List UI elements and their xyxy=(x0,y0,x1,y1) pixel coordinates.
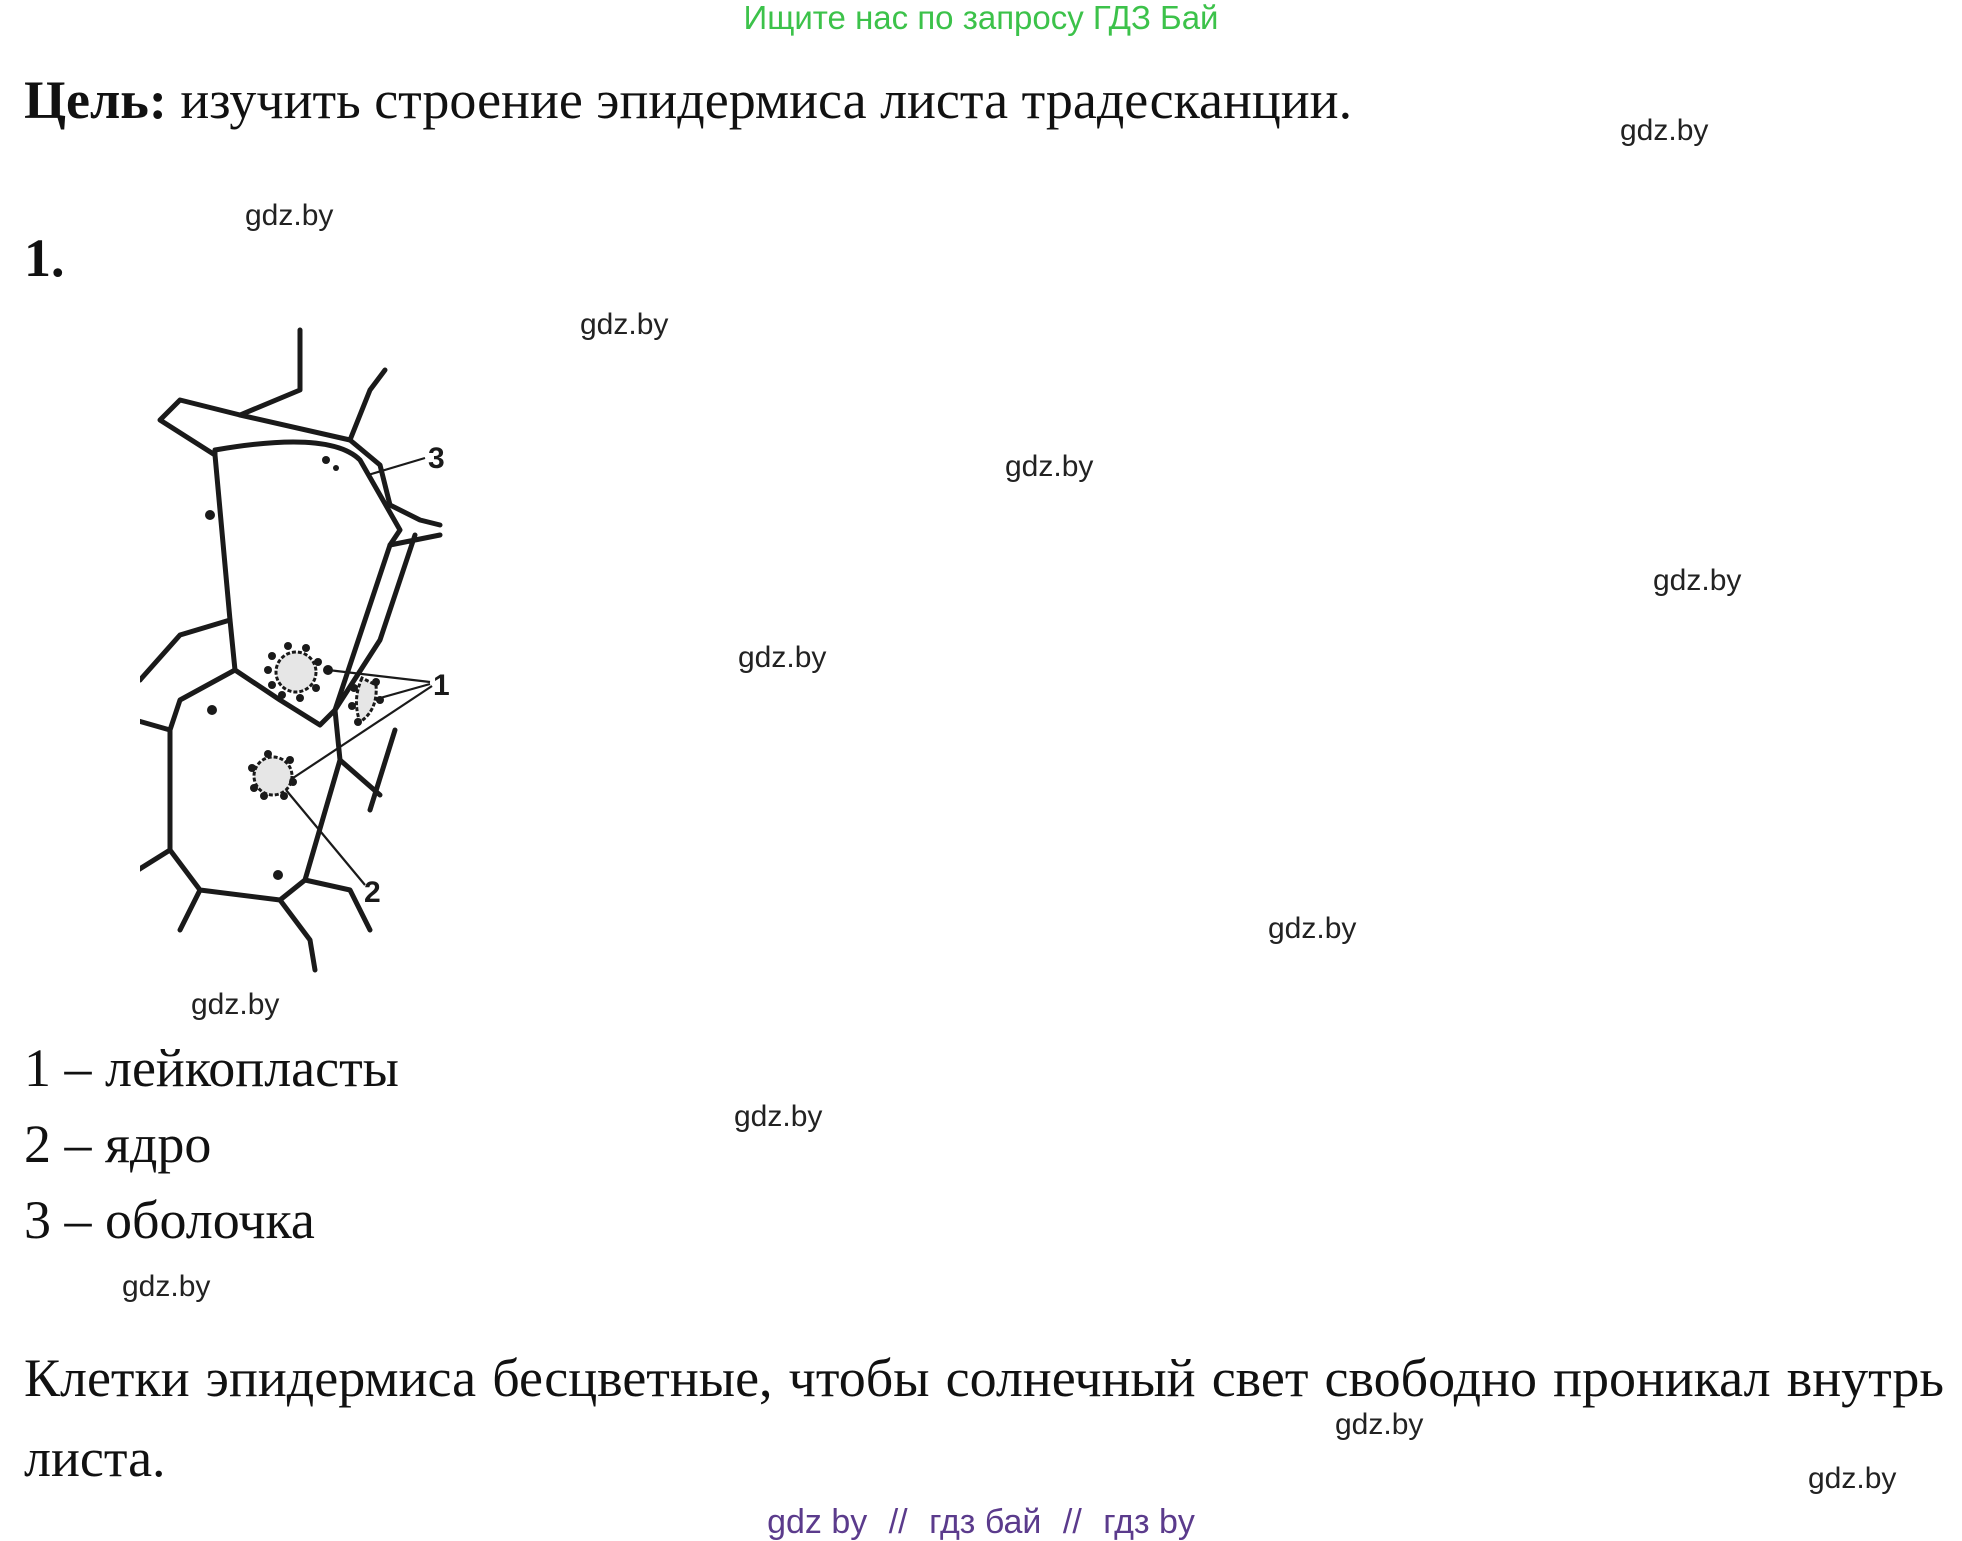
footer-separator: // xyxy=(888,1503,908,1541)
watermark: gdz.by xyxy=(1268,912,1357,945)
figure-label-1: 1 xyxy=(433,669,450,702)
legend-item-nucleus: 2 – ядро xyxy=(24,1114,212,1174)
watermark: gdz.by xyxy=(734,1100,823,1133)
watermark: gdz.by xyxy=(245,199,334,232)
footer-link-gdz-by[interactable]: gdz by xyxy=(767,1503,868,1541)
cells-svg: 3 1 2 xyxy=(127,327,450,973)
watermark: gdz.by xyxy=(1335,1408,1424,1441)
goal-label: Цель: xyxy=(24,70,167,130)
figure-label-3: 3 xyxy=(428,442,445,475)
watermark: gdz.by xyxy=(191,988,280,1021)
top-banner: Ищите нас по запросу ГДЗ Бай xyxy=(743,0,1219,36)
footer-link-gdz-by-cyr[interactable]: гдз by xyxy=(1103,1503,1195,1541)
goal-line: Цель: изучить строение эпидермиса листа … xyxy=(24,68,1352,132)
leader-line-1a xyxy=(327,668,431,684)
granule xyxy=(322,456,330,464)
granule xyxy=(273,870,283,880)
figure-label-2: 2 xyxy=(364,876,381,909)
watermark: gdz.by xyxy=(1808,1462,1897,1495)
upper-cell-right-wall xyxy=(347,367,388,443)
leader-line-3 xyxy=(367,456,426,477)
leucoplasts-lower xyxy=(248,750,297,800)
leader-line-1c xyxy=(289,685,433,781)
watermark: gdz.by xyxy=(1005,450,1094,483)
watermark: gdz.by xyxy=(122,1270,211,1303)
footer-separator: // xyxy=(1062,1503,1082,1541)
legend-item-shell: 3 – оболочка xyxy=(24,1190,315,1250)
watermark: gdz.by xyxy=(1620,114,1709,147)
nucleus-upper xyxy=(274,650,318,694)
conclusion-paragraph: Клетки эпидермиса бесцветные, чтобы солн… xyxy=(24,1348,1944,1488)
right-cell-wall xyxy=(332,532,443,713)
watermark: gdz.by xyxy=(738,641,827,674)
footer-link-gdz-bai[interactable]: гдз бай xyxy=(929,1503,1042,1541)
granule xyxy=(333,465,339,471)
leader-line-1b xyxy=(379,682,431,700)
legend-item-leucoplasts: 1 – лейкопласты xyxy=(24,1038,399,1098)
leader-line-2 xyxy=(285,789,366,886)
granule xyxy=(207,705,217,715)
task-number: 1. xyxy=(24,228,65,288)
leucoplasts-side xyxy=(348,678,384,726)
goal-text: изучить строение эпидермиса листа традес… xyxy=(166,70,1353,130)
watermark: gdz.by xyxy=(1653,564,1742,597)
watermark: gdz.by xyxy=(580,308,669,341)
upper-cell-shell xyxy=(212,439,403,728)
nucleus-lower xyxy=(252,755,294,797)
epidermis-cells-drawing: 3 1 2 xyxy=(127,290,570,980)
upper-cell-inner-wall xyxy=(237,412,443,528)
upper-cell-outer-wall xyxy=(137,327,303,683)
footer-links: gdz by // гдз бай // гдз by xyxy=(0,1504,1962,1540)
leucoplasts-upper xyxy=(264,642,333,702)
granule xyxy=(205,510,215,520)
